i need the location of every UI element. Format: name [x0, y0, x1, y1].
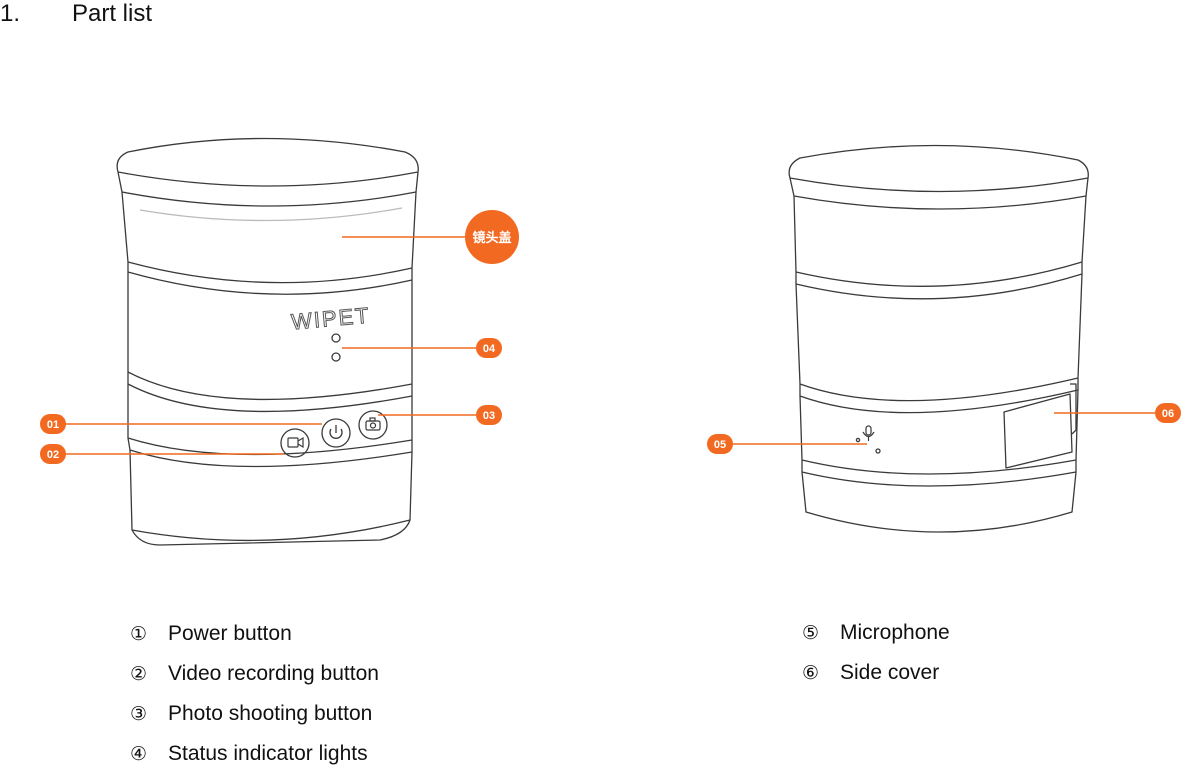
section-heading: 1. Part list	[0, 0, 152, 28]
camera-icon	[365, 417, 381, 431]
svg-text:06: 06	[1162, 408, 1174, 420]
svg-text:01: 01	[47, 419, 59, 431]
section-number: 1.	[0, 0, 21, 27]
svg-text:04: 04	[483, 343, 496, 355]
svg-text:05: 05	[714, 439, 726, 451]
callout-01: 01	[40, 414, 66, 434]
callout-06: 06	[1155, 403, 1181, 423]
side-device-drawing	[788, 144, 1089, 533]
section-title: Part list	[72, 0, 153, 27]
svg-text:03: 03	[483, 410, 495, 422]
power-icon	[329, 425, 343, 439]
front-device-drawing	[116, 137, 419, 546]
video-button-outline	[280, 428, 310, 458]
callout-03: 03	[476, 405, 502, 425]
svg-text:02: 02	[47, 449, 59, 461]
callout-02: 02	[40, 444, 66, 464]
callout-04: 04	[476, 338, 502, 358]
power-button-outline	[321, 418, 351, 448]
callout-lens-cover: 镜头盖	[465, 210, 519, 264]
microphone-icon	[862, 425, 875, 441]
leader-lines	[64, 236, 1155, 455]
svg-text:镜头盖: 镜头盖	[472, 230, 511, 245]
photo-button-outline	[358, 410, 388, 440]
video-camera-icon	[287, 436, 304, 449]
callout-05: 05	[707, 434, 733, 454]
brand-logo: WIPET	[290, 303, 372, 335]
